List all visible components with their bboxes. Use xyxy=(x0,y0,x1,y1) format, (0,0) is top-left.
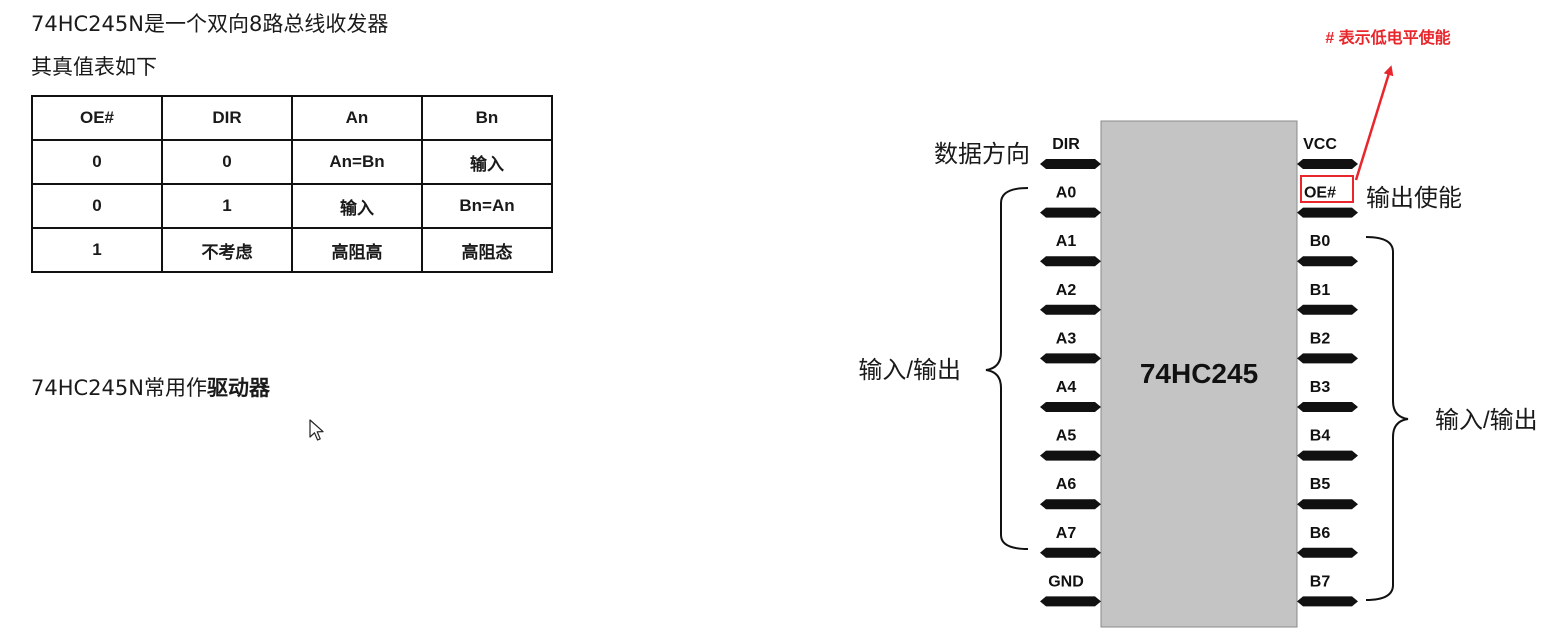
left-pin-label: A1 xyxy=(1056,233,1077,250)
left-pin-label: A6 xyxy=(1056,476,1077,493)
right-pin-b7 xyxy=(1297,596,1358,607)
left-pin-gnd xyxy=(1040,596,1101,607)
table-header-cell: An xyxy=(291,95,423,141)
right-pin-label: VCC xyxy=(1303,136,1337,153)
table-cell: 0 xyxy=(31,183,163,229)
truth-table-caption: 其真值表如下 xyxy=(31,55,157,79)
table-header-cell: OE# xyxy=(31,95,163,141)
left-pin-label: A7 xyxy=(1056,525,1077,542)
right-pin-vcc xyxy=(1297,159,1358,169)
right-pin-b3 xyxy=(1297,402,1358,412)
dir-label: 数据方向 xyxy=(934,141,1030,168)
table-cell: Bn=An xyxy=(421,183,553,229)
right-pin-label: B4 xyxy=(1310,428,1331,445)
right-pin-b5 xyxy=(1297,499,1358,510)
right-pin-label: B7 xyxy=(1310,573,1331,590)
left-pin-label: A0 xyxy=(1056,185,1077,202)
usage-text: 74HC245N常用作驱动器 xyxy=(31,372,270,402)
table-cell: 高阻高 xyxy=(291,227,423,273)
right-pin-label: OE# xyxy=(1304,185,1336,202)
table-cell: 不考虑 xyxy=(161,227,293,273)
table-cell: 1 xyxy=(31,227,163,273)
intro-text: 74HC245N是一个双向8路总线收发器 xyxy=(31,12,389,36)
right-pin-b6 xyxy=(1297,547,1358,558)
table-header-row: OE# DIR An Bn xyxy=(31,95,553,141)
chip-label: 74HC245 xyxy=(1140,358,1258,389)
table-cell: 0 xyxy=(31,139,163,185)
left-pin-a7 xyxy=(1040,547,1101,558)
left-pin-label: A5 xyxy=(1056,428,1077,445)
table-row: 0 0 An=Bn 输入 xyxy=(31,139,553,185)
table-cell: 高阻态 xyxy=(421,227,553,273)
left-pin-label: A2 xyxy=(1056,282,1077,299)
active-low-note: # 表示低电平使能 xyxy=(1325,28,1450,47)
left-pin-a0 xyxy=(1040,207,1101,218)
usage-text-prefix: 74HC245N常用作 xyxy=(31,376,207,400)
right-pin-label: B6 xyxy=(1310,525,1331,542)
left-pin-label: A4 xyxy=(1056,379,1077,396)
note-arrow xyxy=(1354,65,1394,181)
left-group-label: 输入/输出 xyxy=(858,357,961,384)
table-cell: 0 xyxy=(161,139,293,185)
left-pin-a6 xyxy=(1040,499,1101,510)
left-pin-label: GND xyxy=(1048,573,1084,590)
right-pin-b4 xyxy=(1297,450,1358,461)
table-row: 0 1 输入 Bn=An xyxy=(31,183,553,229)
table-header-cell: DIR xyxy=(161,95,293,141)
table-cell: An=Bn xyxy=(291,139,423,185)
chip-body xyxy=(1100,120,1298,628)
oe-highlight-box xyxy=(1300,175,1354,203)
right-pin-label: B0 xyxy=(1310,233,1331,250)
right-bracket xyxy=(1365,236,1409,601)
left-pin-a5 xyxy=(1040,450,1101,461)
left-pin-label: DIR xyxy=(1052,136,1080,153)
right-pin-b1 xyxy=(1297,304,1358,315)
left-bracket xyxy=(985,187,1029,550)
left-pin-a1 xyxy=(1040,256,1101,267)
right-pin-label: B1 xyxy=(1310,282,1331,299)
table-row: 1 不考虑 高阻高 高阻态 xyxy=(31,227,553,273)
left-pin-a3 xyxy=(1040,353,1101,364)
table-cell: 输入 xyxy=(421,139,553,185)
left-pin-a4 xyxy=(1040,402,1101,412)
left-pin-a2 xyxy=(1040,304,1101,315)
mouse-cursor-icon xyxy=(309,419,324,441)
oe-label: 输出使能 xyxy=(1366,185,1462,212)
table-cell: 1 xyxy=(161,183,293,229)
right-pin-oe-bar xyxy=(1297,207,1358,218)
right-pin-b0 xyxy=(1297,256,1358,267)
table-cell: 输入 xyxy=(291,183,423,229)
right-pin-label: B5 xyxy=(1310,476,1331,493)
right-pin-b2 xyxy=(1297,353,1358,364)
right-pin-label: B3 xyxy=(1310,379,1331,396)
left-pin-label: A3 xyxy=(1056,330,1077,347)
truth-table: OE# DIR An Bn 0 0 An=Bn 输入 0 1 输入 Bn=An … xyxy=(31,95,553,273)
table-header-cell: Bn xyxy=(421,95,553,141)
usage-text-emphasis: 驱动器 xyxy=(206,376,270,400)
right-group-label: 输入/输出 xyxy=(1435,407,1538,434)
right-pin-label: B2 xyxy=(1310,330,1331,347)
left-pin-dir xyxy=(1040,159,1101,169)
